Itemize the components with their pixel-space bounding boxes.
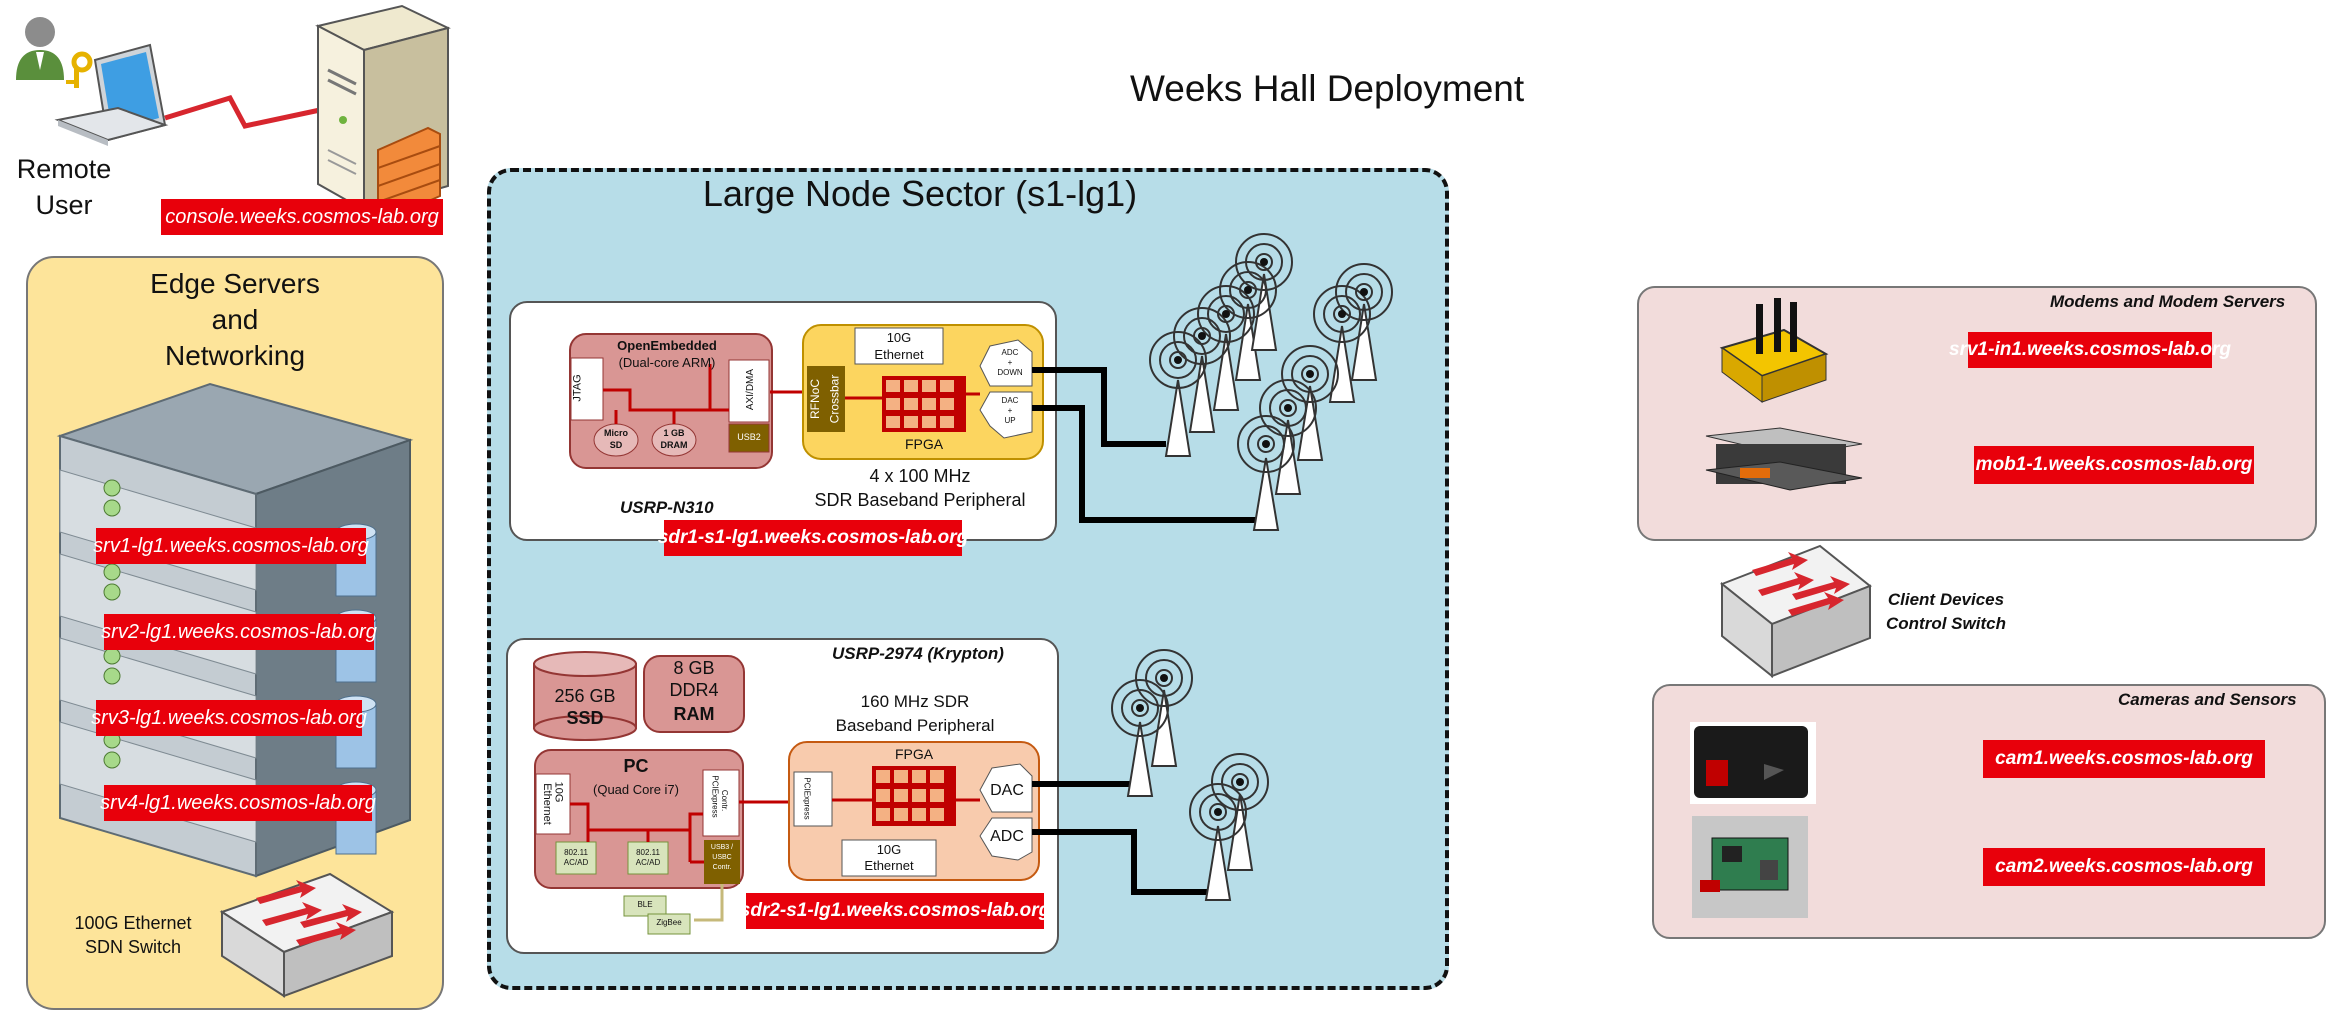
antenna-tips xyxy=(1136,258,1368,816)
n310-microsd-2: SD xyxy=(609,440,623,450)
x2974-name-label: USRP-2974 (Krypton) xyxy=(832,644,1004,663)
remote-user-label-2: User xyxy=(35,190,93,220)
server-tag-4: srv4-lg1.weeks.cosmos-lab.org xyxy=(100,785,376,821)
x2974-fpga-label: FPGA xyxy=(894,746,934,762)
page-title: Weeks Hall Deployment xyxy=(1130,68,1525,109)
n310-dram-1: 1 GB xyxy=(663,428,685,438)
modems-panel xyxy=(1637,286,2317,541)
x2974-ssd-2: SSD xyxy=(566,708,604,728)
n310-adc-3: DOWN xyxy=(997,368,1023,377)
modem-tag-1: srv1-in1.weeks.cosmos-lab.org xyxy=(1949,332,2231,368)
n310-fpga-block xyxy=(802,324,1044,460)
x2974-ram-1: 8 GB xyxy=(673,658,715,678)
n310-dram-2: DRAM xyxy=(660,440,688,450)
n310-dac-3: UP xyxy=(1004,416,1016,425)
x2974-hostname-tag: sdr2-s1-lg1.weeks.cosmos-lab.org xyxy=(740,893,1050,929)
client-switch-label-1: Client Devices xyxy=(1887,590,2005,609)
server-tag-2: srv2-lg1.weeks.cosmos-lab.org xyxy=(101,614,377,650)
antenna-signal-waves xyxy=(1111,233,1393,841)
sensor-board-icon xyxy=(1692,816,1808,918)
edge-title-3: Networking xyxy=(164,340,306,371)
x2974-desc-2: Baseband Peripheral xyxy=(835,716,995,735)
x2974-pc-block xyxy=(534,749,744,889)
client-switch-icon xyxy=(1720,544,1872,679)
n310-desc-2: SDR Baseband Peripheral xyxy=(814,490,1026,510)
camera-tag-1: cam1.weeks.cosmos-lab.org xyxy=(1983,740,2265,778)
n310-cpu-label-1: OpenEmbedded xyxy=(617,338,717,353)
n310-name-label: USRP-N310 xyxy=(620,498,714,517)
edge-title-1: Edge Servers xyxy=(150,268,320,299)
n310-dac-1: DAC xyxy=(1001,396,1019,405)
x2974-ram-3: RAM xyxy=(673,704,715,724)
cameras-title: Cameras and Sensors xyxy=(2118,690,2297,709)
n310-cpu-label-2: (Dual-core ARM) xyxy=(618,355,716,370)
sdn-switch-label-2: SDN Switch xyxy=(84,937,182,957)
x2974-usb-2: USBC xyxy=(712,854,732,861)
x2974-pc-2: (Quad Core i7) xyxy=(593,782,679,797)
n310-hostname-tag: sdr1-s1-lg1.weeks.cosmos-lab.org xyxy=(658,520,968,556)
x2974-fpga-block xyxy=(788,741,1040,881)
connection-bolt-icon xyxy=(164,95,321,129)
x2974-adc-label: ADC xyxy=(990,828,1024,845)
sdn-switch-label-1: 100G Ethernet xyxy=(74,913,192,933)
n310-desc-1: 4 x 100 MHz xyxy=(869,466,971,486)
n310-cpu-block xyxy=(569,333,773,469)
modem-device-icon xyxy=(1719,298,1829,403)
n310-usb-label: USB2 xyxy=(737,432,761,442)
x2974-desc-1: 160 MHz SDR xyxy=(860,692,970,711)
n310-eth-1: 10G xyxy=(886,330,912,345)
sector-title: Large Node Sector (s1-lg1) xyxy=(702,173,1138,214)
x2974-wifi-1b: AC/AD xyxy=(563,858,589,867)
modems-title: Modems and Modem Servers xyxy=(2050,292,2286,311)
n310-adc-1: ADC xyxy=(1001,348,1019,357)
client-switch-label-2: Control Switch xyxy=(1886,614,2006,633)
x2974-pc-1: PC xyxy=(623,756,649,776)
x2974-iot-radios xyxy=(623,895,691,935)
n310-dac-2: + xyxy=(1007,406,1013,415)
x2974-fpga-eth-1: 10G xyxy=(876,842,902,857)
x2974-dac-label: DAC xyxy=(990,782,1024,799)
modem-tag-2: mob1-1.weeks.cosmos-lab.org xyxy=(1974,446,2254,484)
laptop-icon xyxy=(54,43,169,146)
x2974-wifi-2a: 802.11 xyxy=(636,848,660,857)
x2974-ssd-1: 256 GB xyxy=(554,686,616,706)
mobile-device-icon xyxy=(1705,427,1863,491)
x2974-wifi-1a: 802.11 xyxy=(564,848,588,857)
camera-tag-2: cam2.weeks.cosmos-lab.org xyxy=(1983,848,2265,886)
remote-user-graphic xyxy=(16,4,451,220)
x2974-wifi-2b: AC/AD xyxy=(635,858,661,867)
console-hostname-tag: console.weeks.cosmos-lab.org xyxy=(161,199,443,235)
n310-eth-2: Ethernet xyxy=(874,347,924,362)
x2974-usb-3: Contr. xyxy=(712,864,732,871)
x2974-ram-2: DDR4 xyxy=(669,680,719,700)
x2974-usb-1: USB3 / xyxy=(710,844,734,851)
x2974-zigbee-label: ZigBee xyxy=(656,918,682,927)
key-icon xyxy=(66,51,93,88)
remote-user-group: Remote User xyxy=(0,0,460,240)
user-icon xyxy=(16,17,64,80)
x2974-storage xyxy=(533,651,745,741)
camera-device-icon xyxy=(1690,722,1816,804)
edge-title-2: and xyxy=(211,304,259,335)
sdn-switch-icon xyxy=(219,872,395,998)
remote-user-label-1: Remote xyxy=(16,154,112,184)
server-tag-3: srv3-lg1.weeks.cosmos-lab.org xyxy=(91,700,367,736)
n310-adc-2: + xyxy=(1007,358,1013,367)
n310-microsd-1: Micro xyxy=(603,428,628,438)
x2974-fpga-eth-2: Ethernet xyxy=(864,858,914,873)
x2974-ble-label: BLE xyxy=(637,900,653,909)
server-tag-1: srv1-lg1.weeks.cosmos-lab.org xyxy=(93,528,369,564)
n310-fpga-label: FPGA xyxy=(904,436,944,452)
